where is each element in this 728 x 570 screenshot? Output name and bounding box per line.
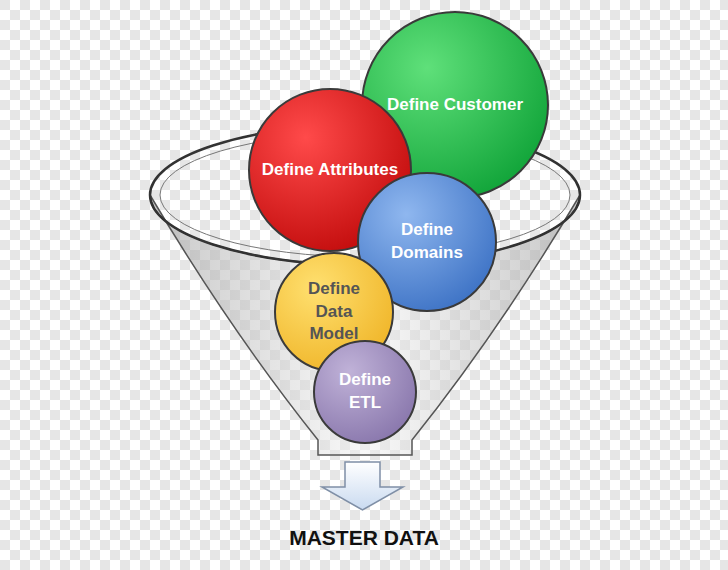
output-label: MASTER DATA [289,526,439,550]
down-arrow [322,462,403,510]
step-label: Define ETL [325,369,405,415]
circle-outline [314,341,416,443]
step-label: Define Domains [372,219,482,265]
step-circle: Define ETL [313,340,417,444]
circle-text-holder: Define ETL [313,340,417,444]
step-label: Define Attributes [262,159,398,182]
step-label: Define Data Model [289,278,379,347]
circle-shape [313,340,417,444]
step-label: Define Customer [387,94,523,117]
